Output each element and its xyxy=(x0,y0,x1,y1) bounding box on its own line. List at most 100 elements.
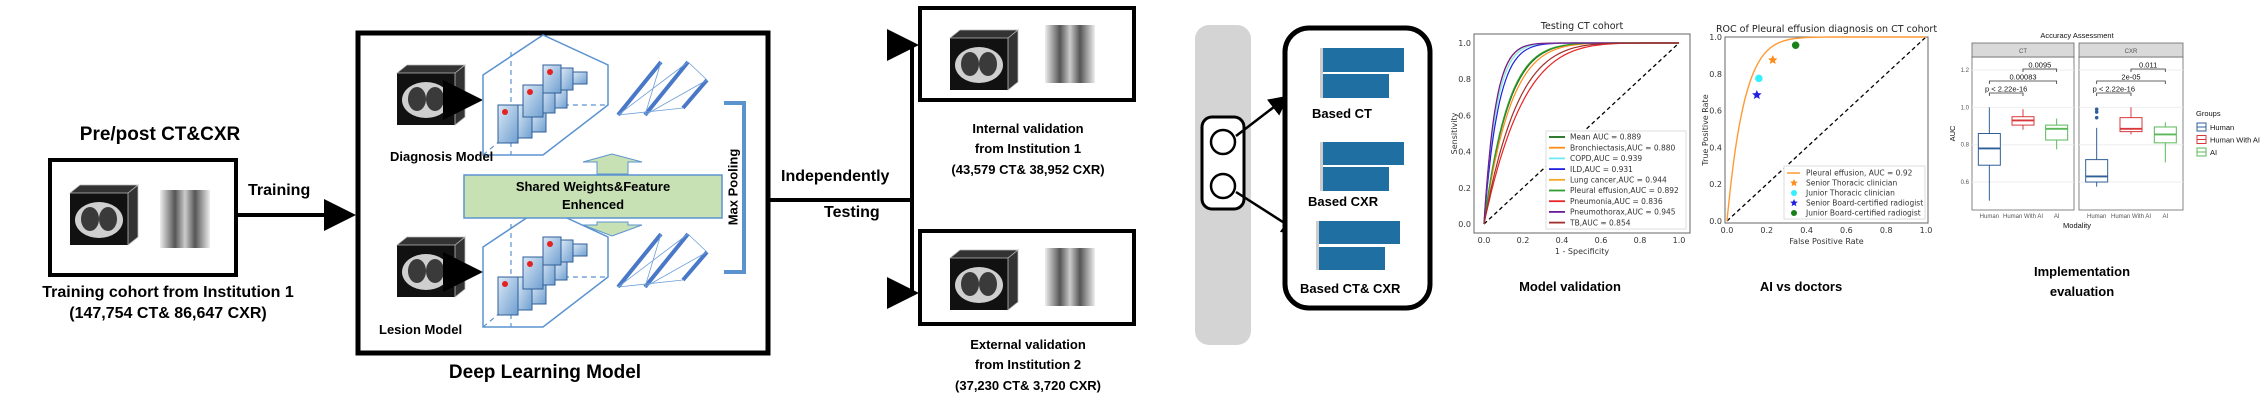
y-tick-label: 0.0 xyxy=(1458,220,1471,229)
internal-validation-source: from Institution 1 xyxy=(974,141,1082,156)
legend-entry: COPD,AUC = 0.939 xyxy=(1570,154,1642,163)
significance-label: 0.00083 xyxy=(2009,73,2036,82)
chart-title: Accuracy Assessment xyxy=(2040,31,2114,40)
input-title: Pre/post CT&CXR xyxy=(79,124,241,145)
x-tick-label: 1.0 xyxy=(1920,226,1933,235)
doctor-point-star xyxy=(1752,90,1762,99)
diagnosis-model-label: Diagnosis Model xyxy=(390,149,494,164)
significance-label: 0.0095 xyxy=(2028,61,2051,70)
box-outlier xyxy=(2094,110,2099,114)
significance-bracket xyxy=(2130,68,2166,72)
significance-label: p < 2.22e-16 xyxy=(2093,85,2135,94)
legend-box xyxy=(1783,165,1926,220)
legend-entry: Senior Board-certified radiogist xyxy=(1806,199,1923,208)
chart-title: Testing CT cohort xyxy=(1540,21,1624,32)
legend-entry: Mean AUC = 0.889 xyxy=(1570,133,1641,142)
doctor-point-star xyxy=(1768,55,1778,64)
legend-entry: Human With AI xyxy=(2210,136,2260,145)
x-tick-label: 0.8 xyxy=(1880,226,1893,235)
legend-title: Groups xyxy=(2196,109,2221,118)
y-tick-label: 0.6 xyxy=(1458,111,1471,120)
legend-entry: Pneumothorax,AUC = 0.945 xyxy=(1570,208,1676,217)
doctor-point-circle xyxy=(1755,74,1763,83)
significance-bracket xyxy=(1988,80,2058,84)
chance-line xyxy=(1726,36,1927,222)
roc-curve xyxy=(1726,36,1926,221)
x-tick-label: 1.0 xyxy=(1673,236,1686,245)
x-tick-label: 0.2 xyxy=(1517,236,1530,245)
testing-label: Independently xyxy=(781,168,890,185)
doctor-point-star xyxy=(1790,199,1798,207)
training-arrow-label: Training xyxy=(248,182,311,199)
doctor-point-circle xyxy=(1791,210,1797,216)
legend-entry: Pneumonia,AUC = 0.836 xyxy=(1570,197,1663,206)
caption-implementation: Implementation xyxy=(2033,264,2131,279)
caption-implementation-2: evaluation xyxy=(2049,284,2115,299)
significance-bracket xyxy=(2096,80,2166,84)
panel-strip xyxy=(1971,42,2075,58)
y-tick-label: 0.8 xyxy=(1458,75,1471,84)
caption-model-validation: Model validation xyxy=(1519,279,1621,294)
doctor-point-circle xyxy=(1791,190,1797,196)
x-tick-label: AI xyxy=(2054,214,2060,220)
lesion-model-label: Lesion Model xyxy=(379,322,463,337)
x-tick-label: 0.4 xyxy=(1800,226,1813,235)
x-tick-label: 0.0 xyxy=(1478,236,1491,245)
legend-box xyxy=(1545,130,1687,230)
internal-validation-count: (43,579 CT& 38,952 CXR) xyxy=(951,162,1105,177)
y-axis-label: Sensitivity xyxy=(1450,112,1459,154)
legend-entry: AI xyxy=(2210,148,2217,157)
legend-entry: Pleural effusion,AUC = 0.892 xyxy=(1570,186,1679,195)
shared-weights-label-2: Enhenced xyxy=(561,197,625,212)
significance-bracket xyxy=(2022,68,2058,72)
training-cohort-count: (147,754 CT& 86,647 CXR) xyxy=(69,305,267,322)
legend-entry: Junior Board-certified radiogist xyxy=(1805,209,1921,218)
significance-label: 2e-05 xyxy=(2121,73,2140,82)
significance-label: 0.011 xyxy=(2139,61,2157,70)
roc-curve xyxy=(1483,42,1679,225)
y-tick-label: 0.8 xyxy=(1709,70,1722,79)
external-validation-title: External validation xyxy=(970,337,1086,352)
legend-entry: Junior Thoracic clinician xyxy=(1805,189,1895,198)
training-cohort-name: Training cohort from Institution 1 xyxy=(42,284,294,301)
y-tick-label: 0.4 xyxy=(1709,143,1722,152)
doctor-point-star xyxy=(1790,179,1798,187)
legend-entry: Human xyxy=(2210,123,2234,132)
max-pooling-label: Max Pooling xyxy=(725,148,741,226)
y-tick-label: 0.6 xyxy=(1709,107,1722,116)
legend-entry: Bronchiectasis,AUC = 0.880 xyxy=(1570,143,1676,152)
panel-strip xyxy=(2078,42,2184,58)
x-tick-label: 0.2 xyxy=(1760,226,1773,235)
significance-label: p < 2.22e-16 xyxy=(1985,85,2027,94)
external-validation-source: from Institution 2 xyxy=(974,357,1082,372)
x-tick-label: 0.8 xyxy=(1634,236,1647,245)
roc-chart-pleural-effusion: ROC of Pleural effusion diagnosis on CT … xyxy=(1701,24,1937,246)
y-tick-label: 0.6 xyxy=(1961,180,1970,186)
significance-bracket xyxy=(1988,92,2024,96)
external-validation-count: (37,230 CT& 3,720 CXR) xyxy=(955,378,1101,393)
shared-weights-label: Shared Weights&Feature xyxy=(515,179,671,194)
x-axis-label: False Positive Rate xyxy=(1789,237,1863,246)
y-tick-label: 1.2 xyxy=(1961,68,1970,74)
x-tick-label: Human With AI xyxy=(2111,214,2151,220)
legend-entry: TB,AUC = 0.854 xyxy=(1569,218,1631,227)
x-tick-label: 0.0 xyxy=(1721,226,1734,235)
output-label-cxr: Based CXR xyxy=(1308,194,1379,209)
box-outlier xyxy=(2094,107,2099,112)
y-tick-label: 1.0 xyxy=(1458,39,1471,48)
y-tick-label: 0.0 xyxy=(1709,217,1722,226)
y-tick-label: 0.4 xyxy=(1458,148,1471,157)
output-label-ct-cxr: Based CT& CXR xyxy=(1300,281,1401,296)
legend-entry: Senior Thoracic clinician xyxy=(1806,179,1898,188)
legend-entry: ILD,AUC = 0.931 xyxy=(1570,165,1633,174)
y-tick-label: 0.8 xyxy=(1961,143,1970,149)
x-tick-label: 0.6 xyxy=(1840,226,1853,235)
chart-title: ROC of Pleural effusion diagnosis on CT … xyxy=(1716,24,1937,35)
box xyxy=(2045,124,2069,141)
panel-label: CT xyxy=(2019,49,2027,55)
x-tick-label: Human xyxy=(1980,214,1999,220)
x-axis-label: 1 - Specificity xyxy=(1555,247,1610,256)
